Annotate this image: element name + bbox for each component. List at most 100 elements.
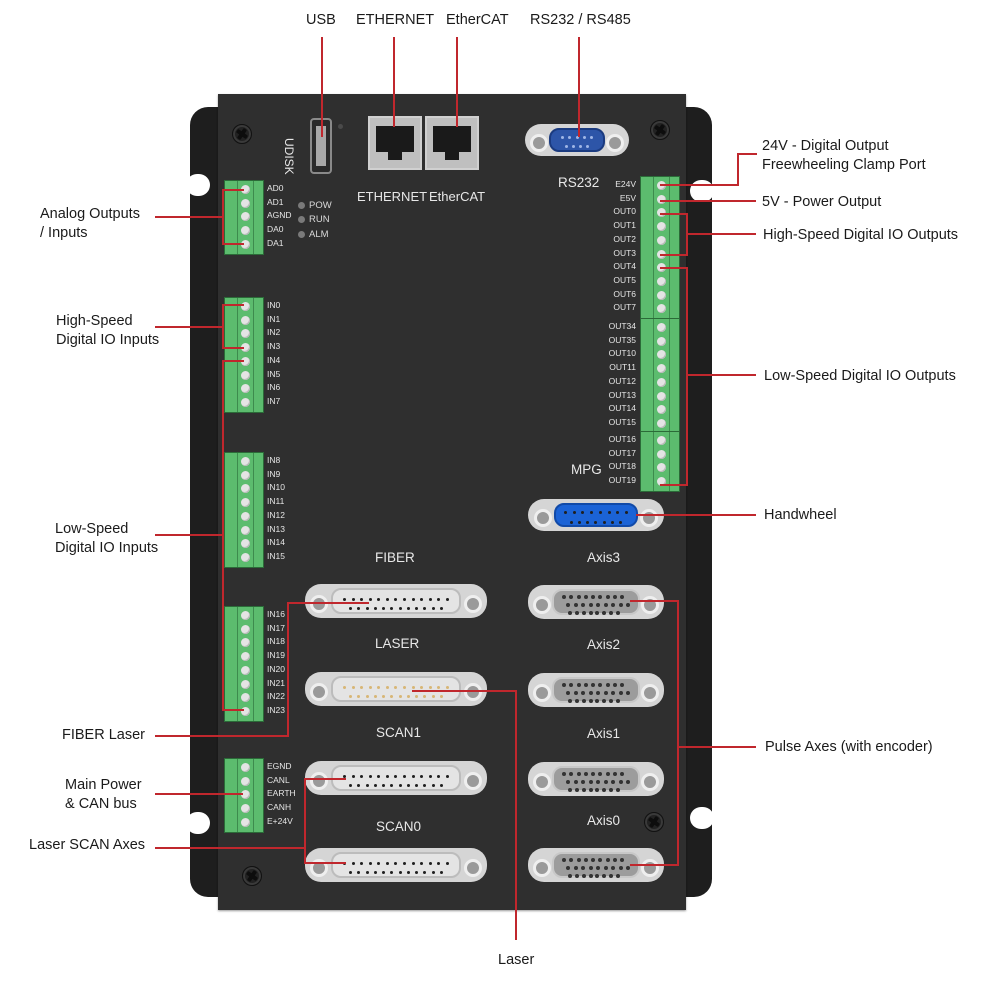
terminal-screw-icon [241, 370, 250, 380]
laser-connector[interactable] [305, 672, 487, 706]
pin-label: OUT4 [613, 261, 636, 272]
terminal-screw-icon [241, 624, 250, 634]
terminal-screw-icon [657, 222, 666, 232]
pin-label: AD1 [267, 196, 284, 207]
leader-bracket [737, 153, 757, 155]
terminal-screw-icon [241, 790, 250, 800]
leader-bracket [660, 484, 688, 486]
pin-label: IN12 [267, 509, 285, 520]
rs232-connector[interactable] [525, 124, 629, 156]
leader-bracket [222, 709, 244, 711]
pin-label: AGND [267, 210, 292, 221]
ethernet-label: ETHERNET [357, 189, 428, 204]
led-alm: ALM [298, 229, 329, 240]
terminal-screw-icon [241, 198, 250, 208]
axis1-connector[interactable] [528, 762, 664, 796]
terminal-screw-icon [657, 336, 666, 346]
leader-line-ls-outputs [686, 374, 756, 376]
pin-label: AD0 [267, 183, 284, 193]
leader-bracket [304, 862, 346, 864]
axis3-connector[interactable] [528, 585, 664, 619]
terminal-screw-icon [241, 817, 250, 827]
pin-label: OUT7 [613, 302, 636, 313]
pin-label: IN11 [267, 496, 285, 507]
terminal-screw-icon [241, 679, 250, 689]
mounting-slot [186, 812, 210, 834]
scan0-connector[interactable] [305, 848, 487, 882]
handwheel-connector[interactable] [528, 499, 664, 531]
usb-port[interactable] [310, 118, 332, 174]
pin-label: DA1 [267, 237, 284, 248]
pin-label: E24V [615, 179, 636, 189]
led-icon [298, 230, 305, 238]
terminal-screw-icon [657, 364, 666, 374]
screw-icon [644, 812, 664, 832]
ethernet-port[interactable] [368, 116, 422, 170]
rs232-label: RS232 [558, 175, 600, 190]
leader-bracket [222, 304, 224, 348]
pin-label: IN10 [267, 482, 285, 493]
leader-line-handwheel [636, 514, 756, 516]
pin-label: OUT18 [608, 461, 636, 472]
pin-label: OUT34 [608, 321, 636, 331]
terminal-inputs-8-15[interactable] [224, 452, 264, 568]
terminal-analog[interactable] [224, 180, 264, 255]
terminal-screw-icon [241, 315, 250, 325]
terminal-screw-icon [657, 449, 666, 459]
led-pow: POW [298, 200, 332, 211]
terminal-screw-icon [657, 235, 666, 245]
terminal-inputs-0-7[interactable] [224, 297, 264, 413]
laser-label: LASER [375, 636, 420, 651]
mpg-label: MPG [571, 462, 602, 477]
terminal-screw-icon [657, 436, 666, 445]
terminal-screw-icon [241, 498, 250, 508]
pin-label: OUT1 [613, 220, 636, 231]
terminal-outputs-c[interactable] [640, 431, 680, 492]
pin-label: IN0 [267, 300, 281, 310]
terminal-screw-icon [241, 525, 250, 535]
pin-label: IN3 [267, 341, 281, 352]
callout-ls-outputs: Low-Speed Digital IO Outputs [764, 368, 956, 384]
callout-analog: Analog Outputs/ Inputs [40, 206, 140, 241]
leader-line-fiber [155, 735, 288, 737]
axis2-connector[interactable] [528, 673, 664, 707]
pin-label: EARTH [267, 788, 296, 799]
pin-label: OUT5 [613, 274, 636, 285]
terminal-screw-icon [657, 208, 666, 218]
terminal-screw-icon [657, 290, 666, 300]
pin-label: E+24V [267, 815, 293, 826]
terminal-inputs-16-23[interactable] [224, 606, 264, 722]
pin-label: CANH [267, 802, 292, 813]
ethercat-port[interactable] [425, 116, 479, 170]
leader-line-laser [412, 690, 516, 692]
callout-laser: Laser [498, 952, 535, 968]
leader-line-e5v [660, 200, 756, 202]
terminal-outputs-a[interactable] [640, 176, 680, 319]
leader-bracket [287, 602, 369, 604]
fiber-connector[interactable] [305, 584, 487, 618]
callout-ethernet: ETHERNET [356, 12, 435, 28]
pin-label: IN2 [267, 327, 281, 338]
terminal-screw-icon [241, 638, 250, 648]
leader-bracket [222, 304, 244, 306]
terminal-screw-icon [241, 397, 250, 407]
terminal-screw-icon [241, 356, 250, 366]
leader-bracket [222, 360, 244, 362]
callout-main-power: Main Power& CAN bus [65, 777, 142, 812]
terminal-outputs-b[interactable] [640, 318, 680, 434]
terminal-screw-icon [241, 552, 250, 562]
terminal-screw-icon [657, 304, 666, 314]
terminal-power-can[interactable] [224, 758, 264, 833]
pin-label: OUT16 [608, 434, 636, 444]
terminal-screw-icon [657, 276, 666, 286]
terminal-screw-icon [241, 804, 250, 814]
callout-pulse-axes: Pulse Axes (with encoder) [765, 739, 933, 755]
screw-icon [242, 866, 262, 886]
leader-line-pulse-axes [677, 746, 756, 748]
leader-bracket [686, 267, 688, 485]
screw-icon [650, 120, 670, 140]
pin-label: EGND [267, 761, 292, 771]
leader-bracket [660, 254, 688, 256]
callout-hs-outputs: High-Speed Digital IO Outputs [763, 227, 959, 243]
axis3-label: Axis3 [587, 550, 621, 565]
